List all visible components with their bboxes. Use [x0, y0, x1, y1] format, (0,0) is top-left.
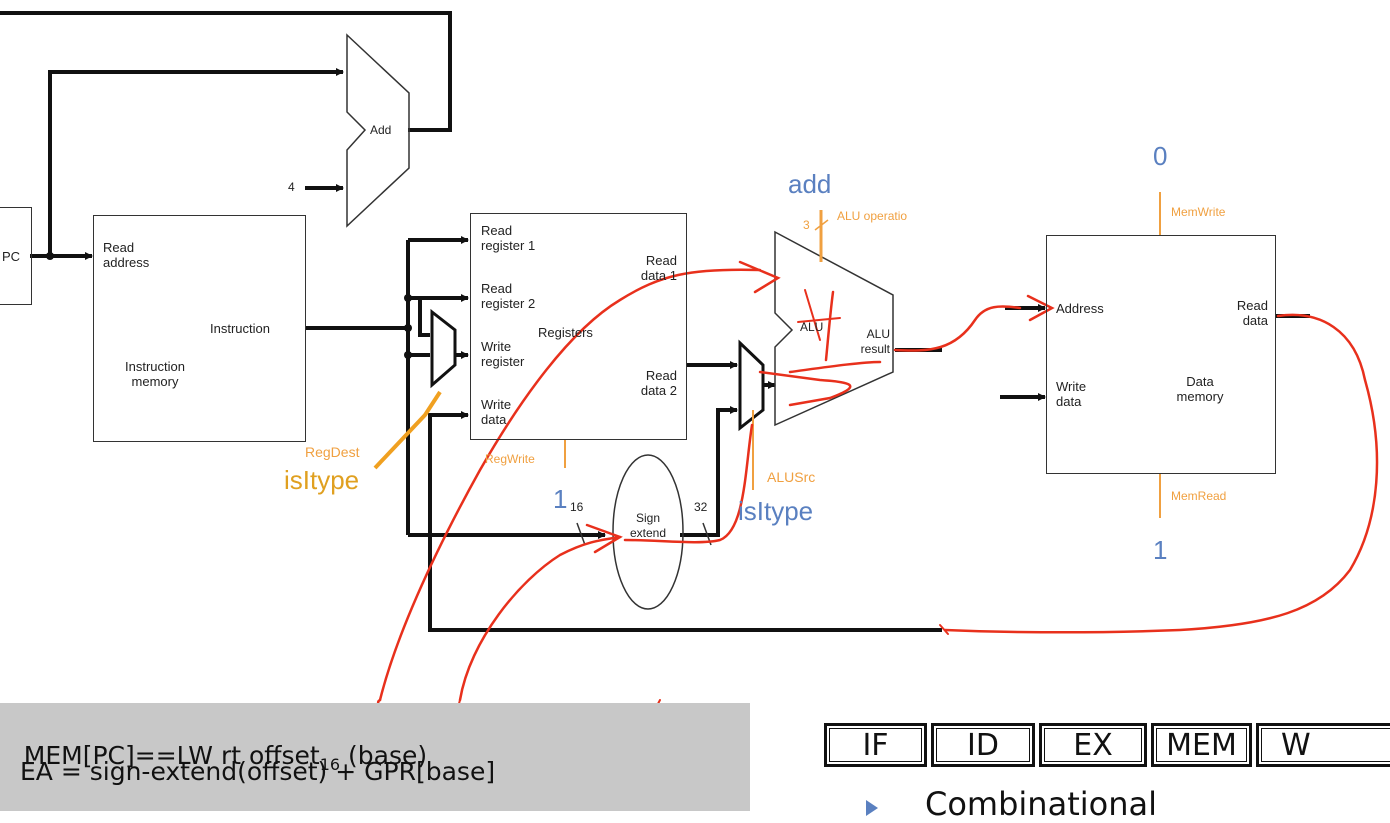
reg-write-register-text: Write register — [481, 339, 525, 369]
wire-pc-to-add — [48, 68, 344, 256]
const-4-label: 4 — [288, 180, 295, 194]
alu-label: ALU — [800, 320, 824, 334]
note-line-1-suffix: (base) — [340, 741, 428, 770]
imem-name: Instruction memory — [125, 359, 185, 389]
sign-extend-label: Sign extend — [629, 511, 667, 540]
reg-write-data: Write data — [481, 397, 512, 427]
bullet-arrow-icon — [866, 800, 878, 816]
sign-extend-out-width: 32 — [694, 500, 708, 514]
dmem-name: Data memory — [1176, 374, 1224, 404]
sign-extend-shape — [612, 454, 684, 610]
memread-label: MemRead — [1171, 489, 1227, 503]
dmem-write-data: Write data — [1056, 379, 1087, 409]
alu-operation-label: ALU operatio — [837, 209, 908, 223]
wire-pc-next — [0, 11, 452, 132]
memwrite-value: 0 — [1153, 141, 1168, 171]
stage-id: ID — [931, 723, 1035, 767]
note-line-1: MEM[PC]==LW rt offset16 (base) — [0, 712, 427, 803]
reg-read-register-1: Read register 1 — [481, 223, 536, 253]
reg-read-register-2: Read register 2 — [481, 281, 536, 311]
reg-read-data-1: Read data 1 — [640, 253, 677, 283]
note-line-1-subscript: 16 — [319, 755, 341, 774]
regwrite-label: RegWrite — [485, 452, 535, 466]
data-memory-box — [1046, 235, 1276, 474]
alusrc-mux — [738, 339, 765, 432]
regdest-value: isItype — [284, 465, 360, 495]
dmem-read-data: Read data — [1236, 298, 1268, 328]
registers-name: Registers — [538, 325, 593, 340]
instruction-note: MEM[PC]==LW rt offset16 (base) EA = sign… — [0, 703, 750, 811]
imem-instruction-port: Instruction — [210, 321, 270, 336]
stage-if: IF — [824, 723, 927, 767]
pc-register — [0, 207, 32, 305]
memread-value: 1 — [1153, 535, 1168, 565]
wire-writeback — [428, 411, 942, 632]
regdest-label: RegDest — [305, 444, 360, 460]
regwrite-value: 1 — [553, 484, 568, 514]
reg-read-data-2: Read data 2 — [640, 368, 677, 398]
note-line-2: EA = sign-extend(offset) + GPR[base] — [20, 757, 496, 786]
note-line-1-text: MEM[PC]==LW rt offset — [23, 741, 320, 770]
registers-box — [470, 213, 687, 440]
bottom-text: Combinational — [925, 785, 1157, 823]
alu-shape — [774, 230, 894, 427]
stage-ex: EX — [1039, 723, 1147, 767]
alusrc-value: isItype — [738, 496, 814, 526]
dmem-address: Address — [1056, 301, 1104, 316]
alusrc-label: ALUSrc — [767, 469, 816, 485]
stage-mem: MEM — [1151, 723, 1252, 767]
regdest-mux — [430, 308, 457, 389]
ink-path-readdata1 — [378, 268, 762, 702]
imem-read-address: Read address — [103, 240, 150, 270]
adder-label: Add — [370, 123, 392, 137]
pc-label: PC — [2, 249, 21, 264]
stage-wb: W — [1256, 723, 1390, 767]
alu-operation-value: add — [788, 169, 832, 199]
memwrite-label: MemWrite — [1171, 205, 1226, 219]
alu-result-label: ALU result — [860, 327, 890, 356]
sign-extend-in-width: 16 — [570, 500, 584, 514]
alu-op-width: 3 — [803, 218, 810, 232]
adder-shape — [346, 33, 410, 228]
instruction-memory-box — [93, 215, 306, 442]
